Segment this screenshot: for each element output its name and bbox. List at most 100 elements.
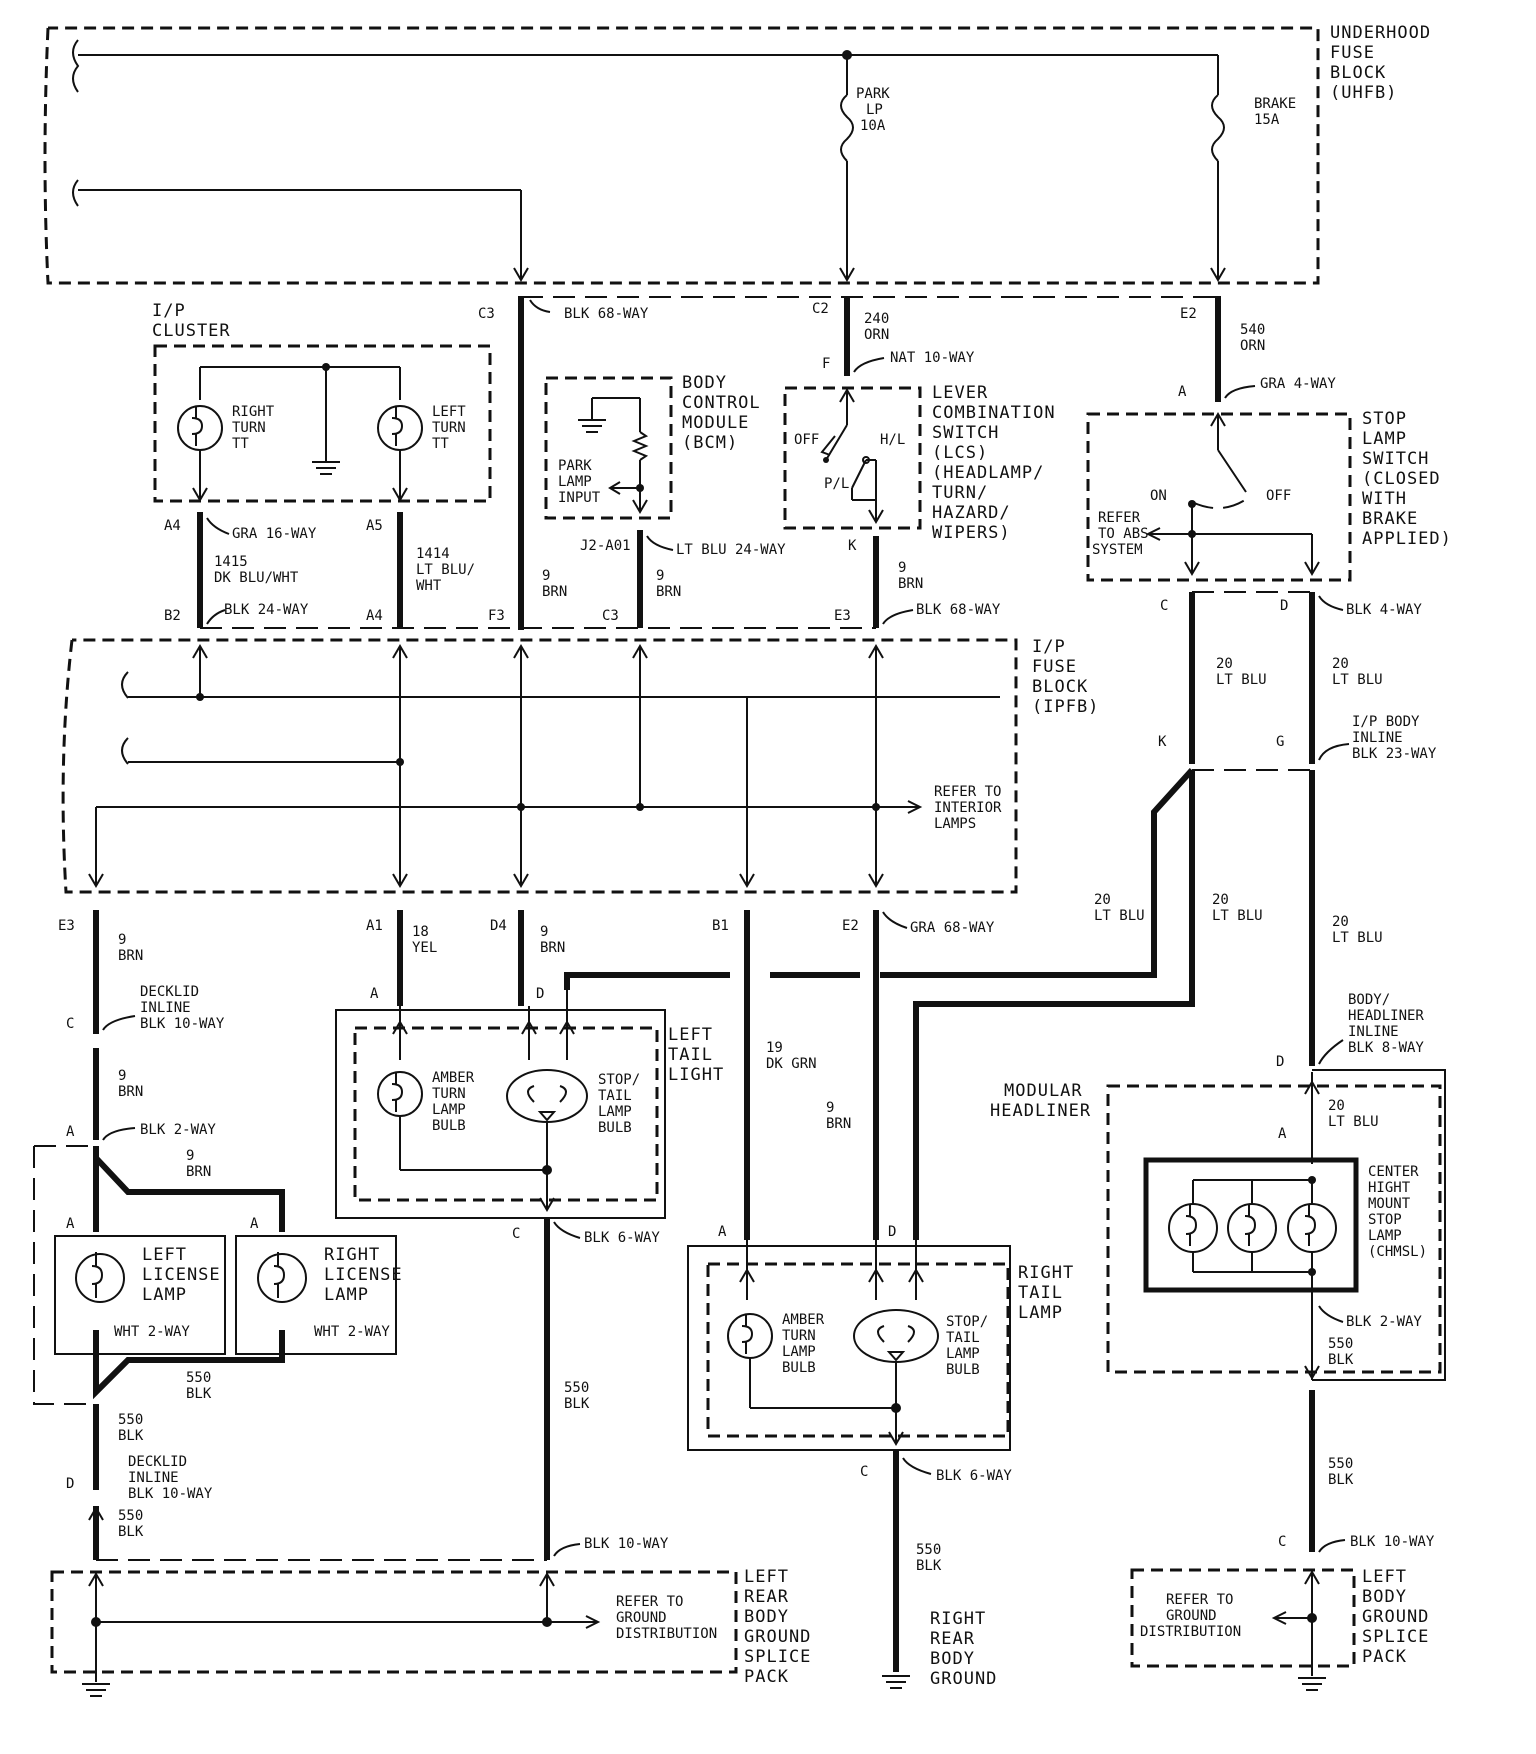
wire-20d-l1: 20 xyxy=(1212,892,1229,908)
rl-pin-a: A xyxy=(250,1216,259,1232)
dl-blk2: BLK 2-WAY xyxy=(140,1122,216,1138)
rr-ground-l1: RIGHT xyxy=(930,1609,986,1629)
wire-yel-l2: YEL xyxy=(412,940,437,956)
wire-1415-l1: 1415 xyxy=(214,554,248,570)
wire-540-l1: 540 xyxy=(1240,322,1265,338)
lic-550-l2: BLK xyxy=(186,1386,212,1402)
wire-20e-l1: 20 xyxy=(1332,914,1349,930)
hl-l2: HEADLINER xyxy=(990,1101,1091,1121)
wire-gra4: GRA 4-WAY xyxy=(1260,376,1336,392)
rt-amber-l3: LAMP xyxy=(782,1344,816,1360)
right-rear-ground-icon xyxy=(882,1675,910,1689)
stop-on: ON xyxy=(1150,488,1167,504)
lcs-l1: LEVER xyxy=(932,383,988,403)
decklid1-l2: INLINE xyxy=(140,1000,191,1016)
rl-l2: LICENSE xyxy=(324,1265,403,1285)
wire-brn-lcs-l2: BRN xyxy=(898,576,923,592)
wire-brn-e2-l1: 9 xyxy=(826,1100,834,1116)
lt-amber-l3: LAMP xyxy=(432,1102,466,1118)
wire-brn-c3-l1: 9 xyxy=(542,568,550,584)
lt-tt-l2: TURN xyxy=(432,420,466,436)
bcm-l3: MODULE xyxy=(682,413,749,433)
pin-a4: A4 xyxy=(164,518,181,534)
lic-brn-l1: 9 xyxy=(186,1148,194,1164)
pin-f: F xyxy=(822,356,830,372)
lever-combination-switch: OFF H/L P/L LEVER COMBINATION SWITCH (LC… xyxy=(783,383,1055,543)
decklid2-l2: INLINE xyxy=(128,1470,179,1486)
uhfb-l3: BLOCK xyxy=(1330,63,1386,83)
bcm-l1: BODY xyxy=(682,373,727,393)
lt-tt-l3: TT xyxy=(432,436,449,452)
ll-l1: LEFT xyxy=(142,1245,187,1265)
rt-blk6: BLK 6-WAY xyxy=(936,1468,1012,1484)
hl2-550-l2: BLK xyxy=(1328,1472,1354,1488)
lt-stop-l1: STOP/ xyxy=(598,1072,640,1088)
lt-l1: LEFT xyxy=(668,1025,713,1045)
stop-l2: LAMP xyxy=(1362,429,1407,449)
rt-stop-l1: STOP/ xyxy=(946,1314,988,1330)
lcs-hl: H/L xyxy=(880,432,905,448)
uhfb-l2: FUSE xyxy=(1330,43,1375,63)
lt-blk6: BLK 6-WAY xyxy=(584,1230,660,1246)
fuse-park-l1: PARK xyxy=(856,86,890,102)
pin-k2: K xyxy=(1158,734,1167,750)
hl-pin-d: D xyxy=(1276,1054,1284,1070)
decklid1-l1: DECKLID xyxy=(140,984,199,1000)
rr-ground-l2: REAR xyxy=(930,1629,975,1649)
lrg-l5: SPLICE xyxy=(744,1647,811,1667)
pin-c3: C3 xyxy=(478,306,495,322)
wire-brn-c3-l2: BRN xyxy=(542,584,567,600)
chmsl-l1: CENTER xyxy=(1368,1164,1419,1180)
rt-stop-l4: BULB xyxy=(946,1362,980,1378)
dl-pin-a: A xyxy=(66,1124,75,1140)
cluster-l2: CLUSTER xyxy=(152,321,231,341)
lt-pin-a: A xyxy=(370,986,379,1002)
lic-brn-l2: BRN xyxy=(186,1164,211,1180)
lt-tt-l1: LEFT xyxy=(432,404,466,420)
stop-refer-l3: SYSTEM xyxy=(1092,542,1143,558)
lt-stop-l3: LAMP xyxy=(598,1104,632,1120)
rt-550-l1: 550 xyxy=(916,1542,941,1558)
stop-refer-l1: REFER xyxy=(1098,510,1141,526)
rt-l2: TAIL xyxy=(1018,1283,1063,1303)
chmsl-l2: HIGHT xyxy=(1368,1180,1411,1196)
stop-l6: BRAKE xyxy=(1362,509,1418,529)
hl-blk2: BLK 2-WAY xyxy=(1346,1314,1422,1330)
lt-pin-c: C xyxy=(512,1226,520,1242)
modular-headliner: 20 LT BLU A CENTER HIGHT MOUNT STOP LAMP… xyxy=(1106,1069,1446,1381)
dl3-550-l1: 550 xyxy=(118,1508,143,1524)
decklid2-l1: DECKLID xyxy=(128,1454,187,1470)
wire-brn-e3-l2: BRN xyxy=(118,948,143,964)
left-body-ground-splice-pack: REFER TO GROUND DISTRIBUTION LEFT BODY G… xyxy=(1130,1567,1428,1691)
ipfb-refer-l2: INTERIOR xyxy=(934,800,1002,816)
lrg-l4: GROUND xyxy=(744,1627,811,1647)
lt-amber-l4: BULB xyxy=(432,1118,466,1134)
chmsl-l4: STOP xyxy=(1368,1212,1402,1228)
body-control-module: PARK LAMP INPUT BODY CONTROL MODULE (BCM… xyxy=(544,373,760,520)
pin-a4b: A4 xyxy=(366,608,383,624)
dl2-pin-d: D xyxy=(66,1476,74,1492)
lic-550-l1: 550 xyxy=(186,1370,211,1386)
rt-pin-a: A xyxy=(718,1224,727,1240)
bcm-input-l2: LAMP xyxy=(558,474,592,490)
wire-brn-e3-l1: 9 xyxy=(118,932,126,948)
lt-l2: TAIL xyxy=(668,1045,713,1065)
pin-e2: E2 xyxy=(1180,306,1197,322)
ll-pin-a: A xyxy=(66,1216,75,1232)
decklid2-l3: BLK 10-WAY xyxy=(128,1486,213,1502)
pin-c3b: C3 xyxy=(602,608,619,624)
hl-pin-c: C xyxy=(1278,1534,1286,1550)
pin-a5: A5 xyxy=(366,518,383,534)
dl3-550-l2: BLK xyxy=(118,1524,144,1540)
wire-20a-l1: 20 xyxy=(1216,656,1233,672)
lcs-pl: P/L xyxy=(824,476,849,492)
lrg-refer-l1: REFER TO xyxy=(616,1594,683,1610)
lcs-l7: HAZARD/ xyxy=(932,503,1011,523)
bodyhl-l3: INLINE xyxy=(1348,1024,1399,1040)
bcm-input-l3: INPUT xyxy=(558,490,601,506)
hl-blk10: BLK 10-WAY xyxy=(1350,1534,1435,1550)
stop-l7: APPLIED) xyxy=(1362,529,1452,549)
rt-tt-l1: RIGHT xyxy=(232,404,275,420)
hl-20-l2: LT BLU xyxy=(1328,1114,1379,1130)
wire-1415-l2: DK BLU/WHT xyxy=(214,570,299,586)
